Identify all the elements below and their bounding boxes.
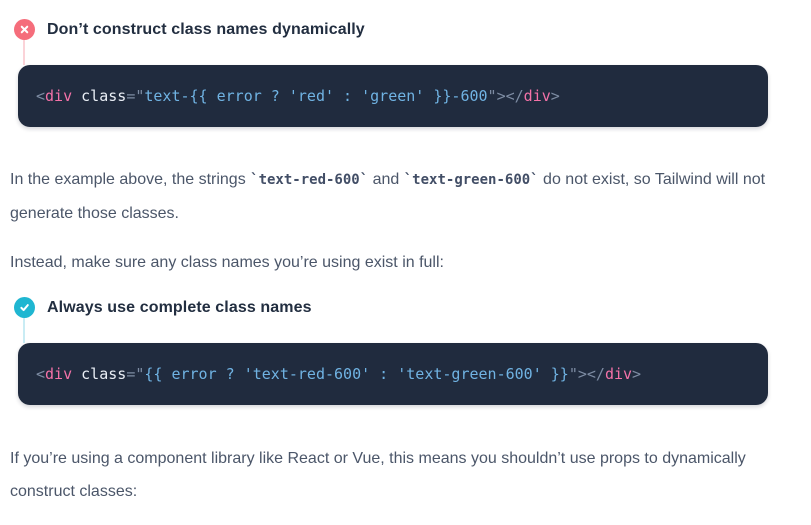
code-block-do: <div class="{{ error ? 'text-red-600' : … bbox=[18, 343, 768, 405]
callout-dont-connector bbox=[23, 40, 25, 65]
callout-do-header: Always use complete class names bbox=[14, 297, 811, 318]
code-token: > bbox=[550, 87, 560, 105]
code-token: =" bbox=[126, 87, 145, 105]
paragraph-text: and bbox=[368, 171, 404, 188]
paragraph-component-library: If you’re using a component library like… bbox=[10, 450, 746, 500]
callout-do-title: Always use complete class names bbox=[47, 298, 312, 316]
code-token: {{ error ? 'text-red-600' : 'text-green-… bbox=[144, 365, 569, 383]
paragraph-explanation: In the example above, the strings `text-… bbox=[10, 163, 780, 230]
code-token: div bbox=[45, 87, 73, 105]
paragraph-text: do not exist, so Tailwind will not gener… bbox=[10, 171, 766, 222]
code-snippet: <div class="{{ error ? 'text-red-600' : … bbox=[36, 365, 641, 383]
code-snippet: <div class="text-{{ error ? 'red' : 'gre… bbox=[36, 87, 560, 105]
inline-code: `text-green-600` bbox=[403, 172, 539, 188]
paragraph-text: In the example above, the strings bbox=[10, 171, 251, 188]
code-token: > bbox=[632, 365, 642, 383]
inline-code: `text-red-600` bbox=[250, 172, 369, 188]
callout-dont-title: Don’t construct class names dynamically bbox=[47, 20, 365, 38]
code-token: < bbox=[36, 87, 46, 105]
code-token: text-{{ error ? 'red' : 'green' }}-600 bbox=[144, 87, 488, 105]
check-circle-icon bbox=[14, 297, 35, 318]
callout-dont-header: Don’t construct class names dynamically bbox=[14, 19, 811, 40]
code-token: =" bbox=[126, 365, 145, 383]
code-token: div bbox=[45, 365, 73, 383]
callout-do-connector bbox=[23, 318, 25, 343]
code-token: "></ bbox=[568, 365, 605, 383]
code-token: div bbox=[604, 365, 633, 383]
paragraph-instead: Instead, make sure any class names you’r… bbox=[10, 254, 444, 271]
code-block-dont: <div class="text-{{ error ? 'red' : 'gre… bbox=[18, 65, 768, 127]
x-circle-icon bbox=[14, 19, 35, 40]
code-token: class bbox=[72, 87, 127, 105]
code-token: < bbox=[36, 365, 46, 383]
docs-page: Don’t construct class names dynamically … bbox=[0, 19, 811, 525]
code-token: div bbox=[523, 87, 551, 105]
code-token: class bbox=[72, 365, 127, 383]
code-token: "></ bbox=[487, 87, 524, 105]
